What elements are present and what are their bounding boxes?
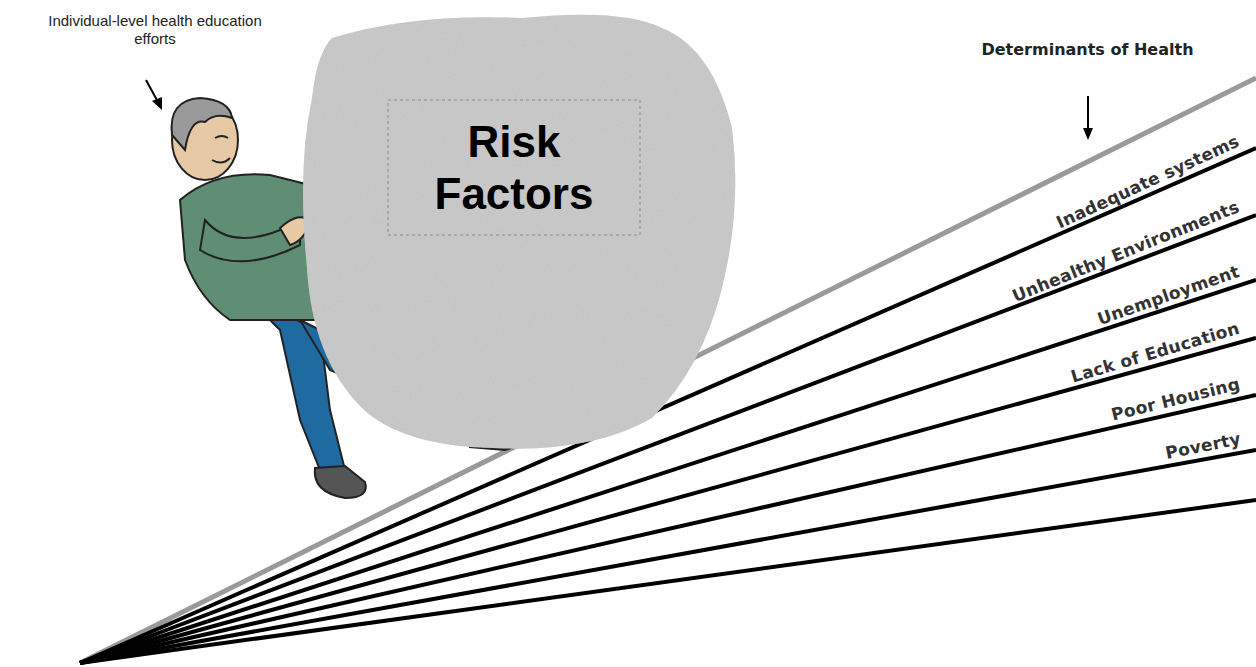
band-label: Lack of Education [1069,318,1242,387]
boulder-shape [292,8,742,453]
band-label: Poor Housing [1109,374,1242,425]
heading-text: Determinants of Health [955,40,1220,59]
callout-text: Individual-level health education effort… [30,12,280,48]
boulder: Risk Factors [292,8,742,453]
band-label: Unemployment [1095,261,1242,329]
band-label: Poverty [1164,428,1243,463]
node-title: Risk Factors [388,116,640,220]
